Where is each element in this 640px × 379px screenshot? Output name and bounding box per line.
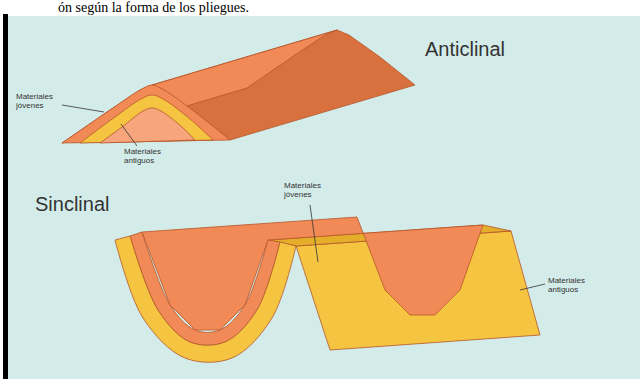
panel-ground: [8, 16, 640, 379]
caption-fragment: ón según la forma de los pliegues.: [58, 0, 249, 16]
layer-label: Materiales jóvenes: [284, 181, 334, 199]
leader-line: [310, 205, 318, 262]
anticline-young-layer: [62, 85, 230, 143]
fold-title: Sinclinal: [35, 193, 109, 216]
leader-line: [121, 124, 137, 146]
layer-label: Materiales antiguos: [548, 276, 598, 294]
panel-bar: [3, 14, 8, 379]
anticline-old-layer: [80, 95, 213, 143]
anticline-core: [100, 108, 195, 143]
leader-line: [520, 284, 545, 290]
syncline-trough-surface: [142, 217, 483, 330]
syncline-old-layer: [115, 236, 296, 362]
anticline-left-slope: [62, 30, 337, 143]
layer-label: Materiales jóvenes: [16, 92, 62, 110]
layer-label: Materiales antiguos: [124, 147, 174, 165]
leader-line: [62, 105, 104, 112]
fold-title: Anticlinal: [425, 38, 505, 61]
